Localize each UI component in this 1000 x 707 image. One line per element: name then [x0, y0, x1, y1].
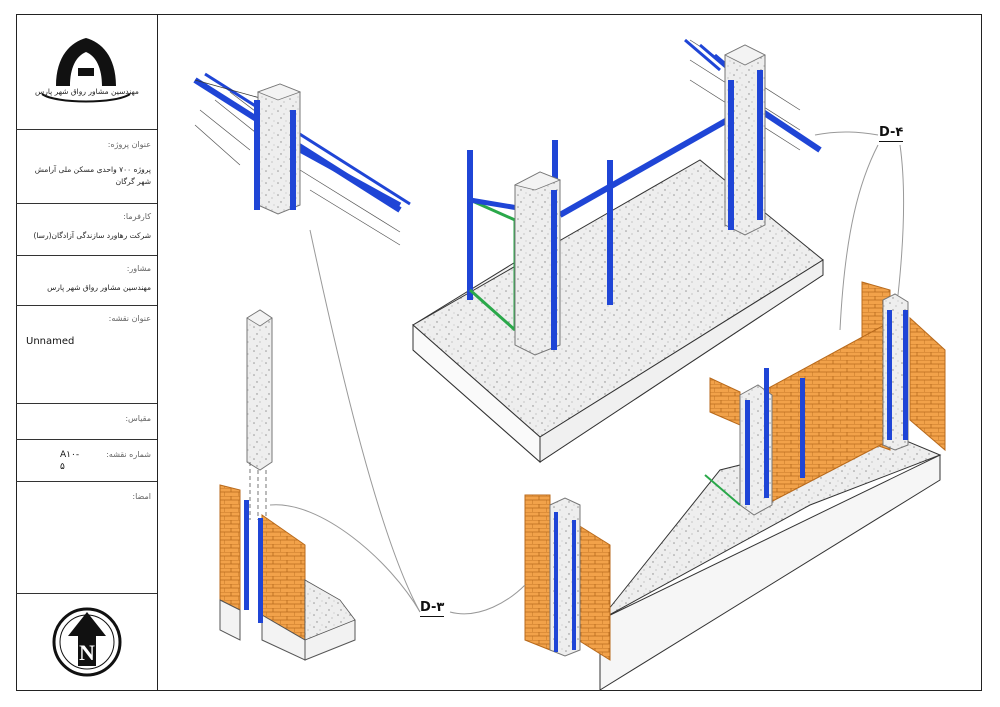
- consultant-label: مشاور:: [126, 264, 151, 273]
- detail-d3-left: [219, 309, 356, 661]
- north-arrow-cell: N: [16, 594, 157, 691]
- detail-d4-main: [412, 38, 824, 464]
- drawing-title-value: Unnamed: [26, 336, 75, 347]
- project-value: پروژه ۷۰۰ واحدی مسکن ملی آرامش شهر گرگان: [34, 165, 151, 186]
- client-label: کارفرما:: [123, 212, 151, 221]
- callout-d4: D-۴: [879, 125, 904, 142]
- client-value: شرکت رهاورد سازندگی آزادگان(رسا): [33, 231, 151, 240]
- consultant-cell: مشاور: مهندسین مشاور رواق شهر پارس: [16, 256, 157, 306]
- consultant-value: مهندسین مشاور رواق شهر پارس: [47, 283, 151, 292]
- title-block: مهندسین مشاور رواق شهر پارس عنوان پروژه:…: [16, 14, 158, 691]
- project-label: عنوان پروژه:: [107, 140, 151, 149]
- sheet-number-cell: شماره نقشه: A۱۰- ۵: [16, 440, 157, 482]
- callout-d3: D-۳: [420, 600, 445, 617]
- sheet-number-label: شماره نقشه:: [106, 450, 151, 459]
- sheet-number-value-1: A۱۰-: [60, 450, 80, 460]
- detail-top-left: [193, 72, 411, 246]
- project-cell: عنوان پروژه: پروژه ۷۰۰ واحدی مسکن ملی آر…: [16, 130, 157, 204]
- signature-cell: امضا:: [16, 482, 157, 594]
- north-letter: N: [79, 640, 95, 665]
- client-cell: کارفرما: شرکت رهاورد سازندگی آزادگان(رسا…: [16, 204, 157, 256]
- signature-label: امضا:: [132, 492, 151, 501]
- logo-cell: مهندسین مشاور رواق شهر پارس: [16, 14, 157, 130]
- detail-d3-brick: [524, 494, 611, 661]
- logo-text: مهندسین مشاور رواق شهر پارس: [35, 87, 139, 96]
- north-arrow-icon: N: [52, 607, 122, 677]
- sheet-number-value-2: ۵: [60, 462, 65, 472]
- scale-cell: مقیاس:: [16, 404, 157, 440]
- drawing-title-label: عنوان نقشه:: [108, 314, 151, 323]
- company-logo: [41, 38, 131, 103]
- drawing-title-cell: عنوان نقشه: Unnamed: [16, 306, 157, 404]
- detail-d4-brick: [599, 281, 946, 691]
- scale-label: مقیاس:: [125, 414, 151, 423]
- sheet-border: [16, 14, 982, 691]
- leader-lines: [269, 131, 905, 615]
